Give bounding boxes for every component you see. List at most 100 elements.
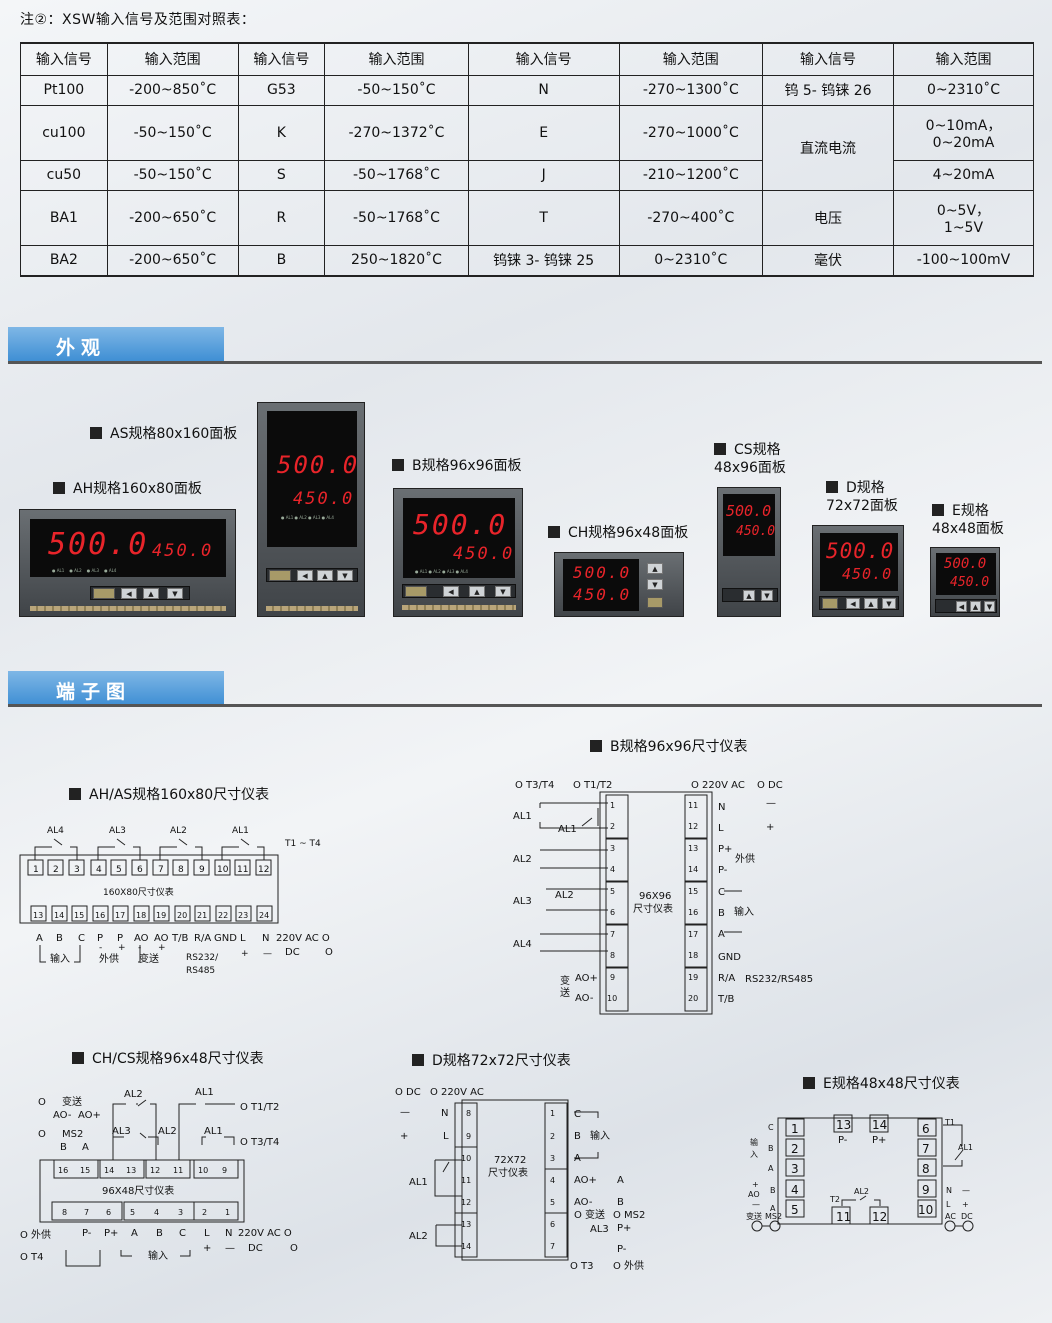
svg-text:5: 5 xyxy=(130,1208,135,1217)
svg-text:2: 2 xyxy=(550,1132,555,1141)
down-key[interactable]: ▼ xyxy=(167,588,183,599)
svg-text:5: 5 xyxy=(116,865,122,875)
down-key[interactable]: ▼ xyxy=(882,598,896,609)
d-panel: 500.0 450.0 ◀ ▲ ▼ xyxy=(812,525,904,617)
label-text: B规格96x96尺寸仪表 xyxy=(610,739,748,755)
display-screen: 500.0 450.0 ● AL1 ● AL2 ● AL3 ● AL4 xyxy=(30,519,226,577)
svg-text:AC: AC xyxy=(945,1212,956,1221)
alarm-leds: ● AL1 ● AL2 ● AL3 ● AL4 xyxy=(52,568,117,573)
svg-text:6: 6 xyxy=(922,1122,930,1136)
down-key[interactable]: ▼ xyxy=(337,570,353,581)
table-cell: -50~1768˚C xyxy=(324,189,469,246)
svg-text:RS232/: RS232/ xyxy=(186,953,219,963)
svg-text:输入: 输入 xyxy=(50,952,70,965)
pv-display: 500.0 xyxy=(726,502,772,520)
svg-text:B: B xyxy=(768,1144,774,1153)
table-cell: 直流电流 xyxy=(762,104,894,191)
label-text: 72x72面板 xyxy=(826,498,898,514)
set-key[interactable] xyxy=(269,570,291,581)
up-key[interactable]: ▲ xyxy=(864,598,878,609)
set-key[interactable] xyxy=(93,588,115,599)
svg-text:AL1: AL1 xyxy=(195,1087,214,1098)
display-screen: 500.0 450.0 xyxy=(820,533,898,591)
svg-text:4: 4 xyxy=(791,1183,799,1197)
svg-text:AL1: AL1 xyxy=(958,1143,973,1152)
e-terminal-diagram xyxy=(751,1114,974,1232)
svg-text:T/B: T/B xyxy=(171,933,188,944)
svg-text:3: 3 xyxy=(178,1208,183,1217)
left-key[interactable]: ◀ xyxy=(297,570,313,581)
set-key[interactable] xyxy=(822,598,838,609)
svg-text:8: 8 xyxy=(466,1109,471,1118)
down-key[interactable]: ▼ xyxy=(647,579,663,590)
svg-text:3: 3 xyxy=(791,1162,799,1176)
keypad: ▲ ▼ xyxy=(722,588,778,602)
as-panel-label: AS规格80x160面板 xyxy=(90,425,237,443)
svg-text:L: L xyxy=(718,823,724,834)
set-key[interactable] xyxy=(405,586,427,597)
svg-text:GND: GND xyxy=(718,952,741,963)
left-key[interactable]: ◀ xyxy=(956,601,967,612)
svg-text:O T1/T2: O T1/T2 xyxy=(240,1102,279,1113)
svg-text:AO: AO xyxy=(134,933,149,944)
svg-text:10: 10 xyxy=(198,1166,208,1175)
up-key[interactable]: ▲ xyxy=(143,588,159,599)
svg-text:6: 6 xyxy=(550,1220,555,1229)
svg-text:AL4: AL4 xyxy=(513,939,532,950)
svg-text:13: 13 xyxy=(461,1220,471,1229)
up-key[interactable]: ▲ xyxy=(743,590,755,601)
up-key[interactable]: ▲ xyxy=(970,601,981,612)
up-key[interactable]: ▲ xyxy=(317,570,333,581)
svg-text:O T3: O T3 xyxy=(570,1261,594,1272)
down-key[interactable]: ▼ xyxy=(495,586,511,597)
svg-text:2: 2 xyxy=(202,1208,207,1217)
pv-display: 500.0 xyxy=(944,556,987,572)
svg-text:DC: DC xyxy=(248,1243,263,1254)
left-key[interactable]: ◀ xyxy=(443,586,459,597)
table-cell: -200~650˚C xyxy=(106,244,239,277)
svg-text:R/A: R/A xyxy=(194,933,211,944)
left-key[interactable]: ◀ xyxy=(121,588,137,599)
svg-text:-: - xyxy=(138,943,141,953)
bullet-icon xyxy=(90,427,102,439)
svg-text:18: 18 xyxy=(688,951,698,960)
up-key[interactable]: ▲ xyxy=(647,563,663,574)
svg-text:5: 5 xyxy=(610,887,615,896)
label-text: CS规格 xyxy=(734,442,781,458)
down-key[interactable]: ▼ xyxy=(984,601,995,612)
table-cell: T xyxy=(467,189,620,246)
table-cell: cu100 xyxy=(20,104,108,161)
ah-panel: 500.0 450.0 ● AL1 ● AL2 ● AL3 ● AL4 ◀ ▲ … xyxy=(19,509,236,617)
section-divider xyxy=(8,361,1042,364)
section-tab-terminal: 端子图 xyxy=(8,671,224,705)
d-terminal-diagram xyxy=(434,1099,599,1261)
svg-text:18: 18 xyxy=(136,911,146,920)
svg-text:4: 4 xyxy=(610,865,615,874)
svg-text:160X80尺寸仪表: 160X80尺寸仪表 xyxy=(103,886,174,898)
display-screen: 500.0 450.0 ● AL1 ● AL2 ● AL3 ● AL4 xyxy=(403,498,515,578)
svg-text:O T4: O T4 xyxy=(20,1252,44,1263)
svg-text:3: 3 xyxy=(610,844,615,853)
svg-text:72X72: 72X72 xyxy=(494,1155,526,1166)
svg-text:RS485: RS485 xyxy=(186,966,215,976)
svg-text:N: N xyxy=(946,1186,952,1195)
set-key[interactable] xyxy=(647,597,663,608)
table-cell: K xyxy=(237,104,326,161)
table-cell: J xyxy=(467,159,620,191)
svg-text:+: + xyxy=(203,1243,211,1254)
down-key[interactable]: ▼ xyxy=(761,590,773,601)
pv-display: 500.0 xyxy=(413,508,508,541)
svg-text:B: B xyxy=(56,933,63,944)
keypad: ◀ ▲ ▼ xyxy=(266,568,358,582)
display-screen: 500.0 450.0 xyxy=(563,559,639,611)
up-key[interactable]: ▲ xyxy=(469,586,485,597)
svg-text:12: 12 xyxy=(150,1166,160,1175)
left-key[interactable]: ◀ xyxy=(846,598,860,609)
svg-text:14: 14 xyxy=(461,1242,471,1251)
svg-text:21: 21 xyxy=(197,911,207,920)
svg-text:6: 6 xyxy=(106,1208,111,1217)
svg-text:P: P xyxy=(97,933,103,944)
